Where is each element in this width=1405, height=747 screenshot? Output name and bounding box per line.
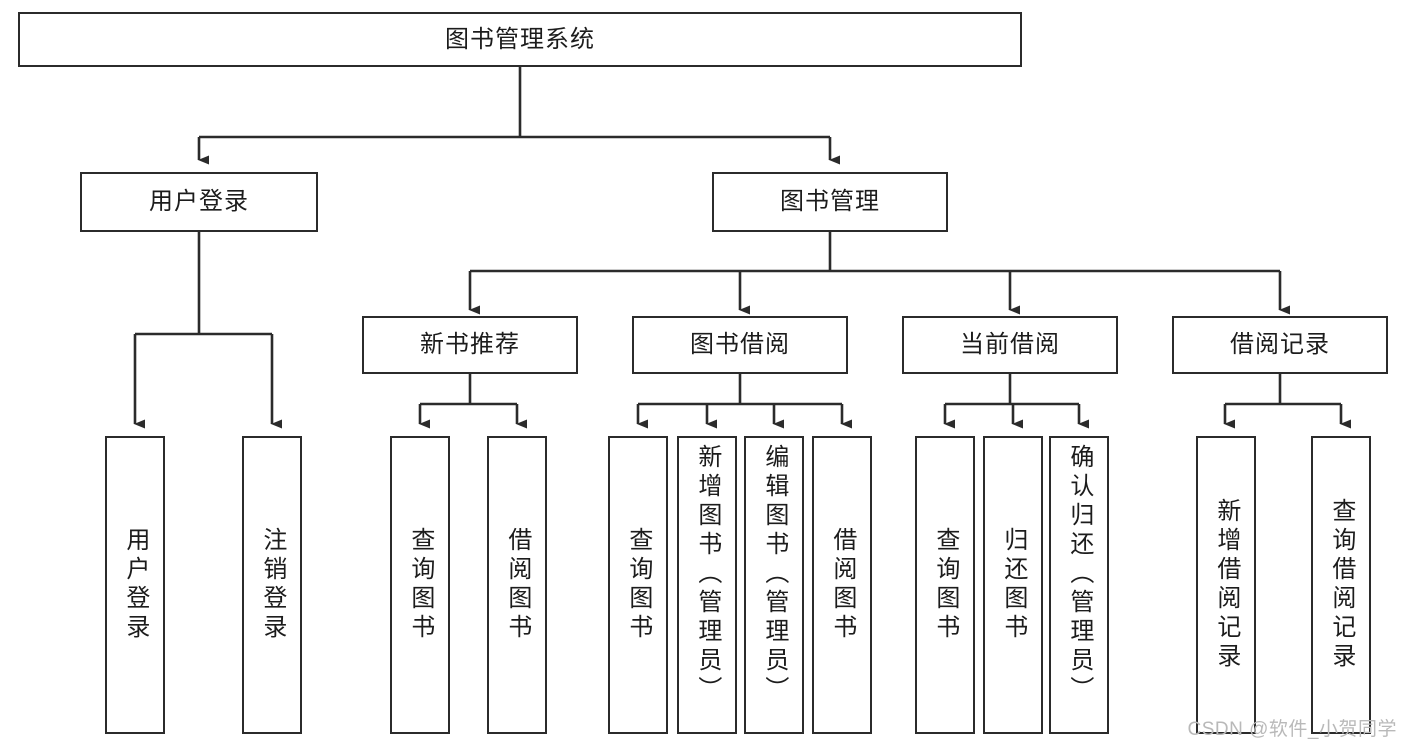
node-label: 借阅图书: [503, 527, 531, 643]
node-root-book-management-system[interactable]: 图书管理系统: [18, 12, 1022, 67]
leaf-query-borrow-record[interactable]: 查询借阅记录: [1311, 436, 1371, 734]
csdn-watermark: CSDN @软件_小贺同学: [1187, 719, 1397, 740]
node-book-borrowing[interactable]: 图书借阅: [632, 316, 848, 374]
leaf-borrow-books-new[interactable]: 借阅图书: [487, 436, 547, 734]
node-label: 借阅图书: [828, 527, 856, 643]
leaf-query-books-new[interactable]: 查询图书: [390, 436, 450, 734]
node-label: 图书管理系统: [445, 25, 595, 53]
leaf-add-borrow-record[interactable]: 新增借阅记录: [1196, 436, 1256, 734]
node-label: 查询图书: [624, 527, 652, 643]
node-label: 用户登录: [149, 188, 249, 215]
node-current-borrowing[interactable]: 当前借阅: [902, 316, 1118, 374]
node-label: 当前借阅: [960, 331, 1060, 358]
node-label: 归还图书: [999, 527, 1027, 643]
leaf-user-login[interactable]: 用户登录: [105, 436, 165, 734]
leaf-query-books-current[interactable]: 查询图书: [915, 436, 975, 734]
node-label: 编辑图书（管理员）: [760, 444, 788, 705]
node-label: 用户登录: [121, 527, 149, 643]
node-label: 新书推荐: [420, 331, 520, 358]
node-label: 查询图书: [406, 527, 434, 643]
node-label: 图书管理: [780, 188, 880, 215]
leaf-add-book-admin[interactable]: 新增图书（管理员）: [677, 436, 737, 734]
node-new-book-recommendation[interactable]: 新书推荐: [362, 316, 578, 374]
node-label: 确认归还（管理员）: [1065, 444, 1093, 705]
node-label: 注销登录: [258, 527, 286, 643]
leaf-logout[interactable]: 注销登录: [242, 436, 302, 734]
leaf-query-books-borrow[interactable]: 查询图书: [608, 436, 668, 734]
leaf-return-books[interactable]: 归还图书: [983, 436, 1043, 734]
node-label: 新增借阅记录: [1212, 498, 1240, 672]
node-label: 图书借阅: [690, 331, 790, 358]
node-user-login[interactable]: 用户登录: [80, 172, 318, 232]
leaf-confirm-return-admin[interactable]: 确认归还（管理员）: [1049, 436, 1109, 734]
node-label: 借阅记录: [1230, 331, 1330, 358]
node-label: 新增图书（管理员）: [693, 444, 721, 705]
leaf-borrow-books[interactable]: 借阅图书: [812, 436, 872, 734]
node-borrow-records[interactable]: 借阅记录: [1172, 316, 1388, 374]
leaf-edit-book-admin[interactable]: 编辑图书（管理员）: [744, 436, 804, 734]
node-book-management[interactable]: 图书管理: [712, 172, 948, 232]
node-label: 查询借阅记录: [1327, 498, 1355, 672]
node-label: 查询图书: [931, 527, 959, 643]
